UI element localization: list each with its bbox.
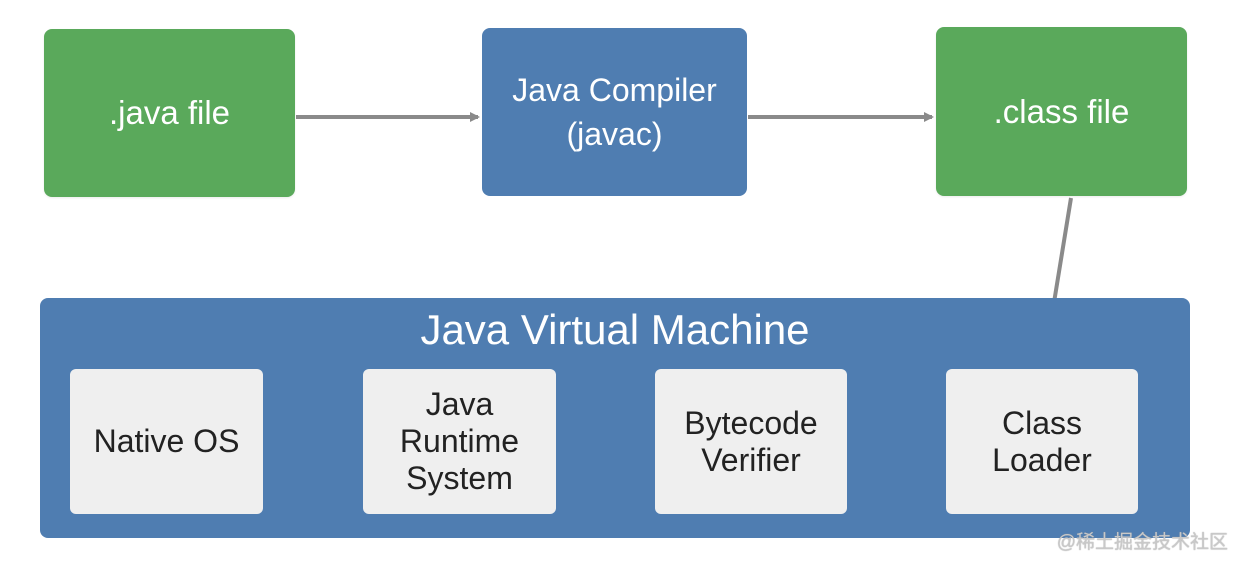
native-os-label: Native OS: [93, 423, 240, 459]
runtime-system-box: Java Runtime System: [363, 369, 556, 514]
runtime-label-line3: System: [406, 460, 513, 496]
loader-label-line1: Class: [1001, 404, 1082, 441]
compiler-label-line2: (javac): [566, 116, 663, 152]
verifier-label-line1: Bytecode: [684, 404, 818, 441]
java-file-label: .java file: [108, 94, 231, 131]
runtime-label-line2: Runtime: [399, 423, 520, 459]
bytecode-verifier-box: Bytecode Verifier: [655, 369, 847, 514]
class-file-label: .class file: [993, 92, 1130, 130]
class-loader-box: Class Loader: [946, 369, 1138, 514]
native-os-box: Native OS: [70, 369, 263, 514]
compiler-label-line1: Java Compiler: [512, 72, 717, 108]
class-file-box: .class file: [936, 27, 1187, 196]
verifier-label-line2: Verifier: [701, 441, 801, 478]
java-compiler-box: Java Compiler (javac): [482, 28, 747, 196]
java-file-box: .java file: [44, 29, 295, 197]
jvm-title: Java Virtual Machine: [420, 306, 810, 353]
loader-label-line2: Loader: [992, 441, 1092, 478]
watermark: @稀土掘金技术社区: [1056, 532, 1228, 553]
runtime-label-line1: Java: [425, 386, 494, 422]
